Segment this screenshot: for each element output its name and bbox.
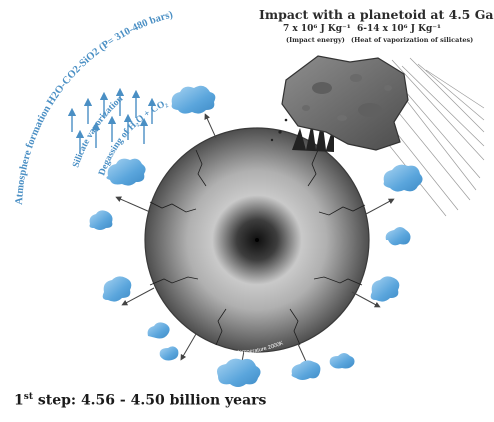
planet-outline bbox=[144, 127, 370, 353]
silicate-label: Silicate vaporization bbox=[71, 94, 125, 169]
meteor-icon bbox=[281, 55, 409, 151]
impact-energy-value: 7 x 10⁶ J Kg⁻¹ bbox=[283, 24, 351, 34]
impact-title: Impact with a planetoid at 4.5 Ga bbox=[259, 7, 494, 22]
cloud-icon bbox=[89, 85, 423, 387]
surface-cracks bbox=[149, 149, 366, 346]
up-arrow-icon bbox=[67, 87, 157, 154]
step-text: step: 4.56 - 4.50 billion years bbox=[32, 392, 267, 409]
step-ordinal-suffix: st bbox=[23, 392, 33, 402]
vaporization-heat-value: 6-14 x 10⁶ J Kg⁻¹ bbox=[357, 24, 441, 34]
planet-core bbox=[255, 238, 259, 242]
vaporization-heat-caption: (Heat of vaporization of silicates) bbox=[351, 36, 474, 44]
impact-energy-caption: (Impact energy) bbox=[286, 36, 345, 44]
step-ordinal: 1 bbox=[14, 392, 24, 409]
step-label: 1st step: 4.56 - 4.50 billion years bbox=[14, 392, 266, 409]
